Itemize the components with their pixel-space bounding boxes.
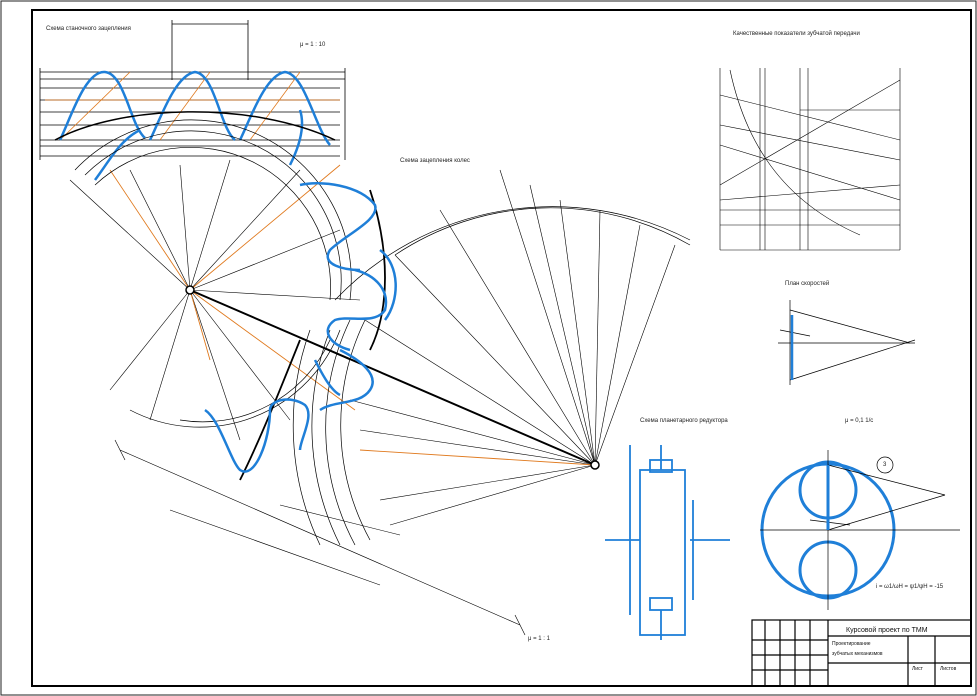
quality-chart-title: Качественные показатели зубчатой передач… <box>733 31 860 37</box>
wheel-mesh-title: Схема зацепления колес <box>400 158 470 164</box>
dimension-lines <box>114 439 526 636</box>
gear1-circles <box>74 119 352 428</box>
kinematic-title: Схема планетарного редуктора <box>640 418 728 424</box>
speed-plan-title: План скоростей <box>785 281 830 287</box>
ratio-formula: i = ω1/ωH = ψ1/ψH = -15 <box>876 584 944 590</box>
title-block-line2: зубчатых механизмов <box>832 651 883 657</box>
scale-bottom: μ = 1 : 1 <box>528 636 550 642</box>
speed-plan <box>778 300 916 385</box>
rack-teeth-orange <box>45 71 340 141</box>
node-label: 3 <box>883 462 887 468</box>
rack-pitch-arc <box>54 111 336 141</box>
gear-tooth-profiles <box>204 181 397 473</box>
line-of-action <box>189 289 596 466</box>
title-block-main: Курсовой проект по ТММ <box>846 627 928 634</box>
gear2-outer-bold <box>239 189 386 481</box>
gear-mesh-title: Схема станочного зацепления <box>46 26 131 32</box>
gear2-rays <box>349 169 676 526</box>
gear2-orange-lines <box>359 449 596 466</box>
planetary-black <box>760 450 960 610</box>
gear1-orange-lines <box>109 164 356 411</box>
quality-chart <box>719 68 901 251</box>
inner-frame <box>31 9 972 687</box>
title-block <box>751 619 972 687</box>
title-block-sheets: Листов <box>940 666 957 672</box>
gear2-circles <box>292 206 691 546</box>
title-block-line1: Проектирование <box>832 641 871 647</box>
scale-speed: μ = 0,1 1/с <box>845 418 874 424</box>
gear1-center <box>185 285 195 295</box>
scale-top: μ = 1 : 10 <box>300 42 326 48</box>
kinematic-scheme <box>605 445 730 640</box>
gear2-center <box>590 460 600 470</box>
title-block-sheet: Лист <box>912 666 923 672</box>
